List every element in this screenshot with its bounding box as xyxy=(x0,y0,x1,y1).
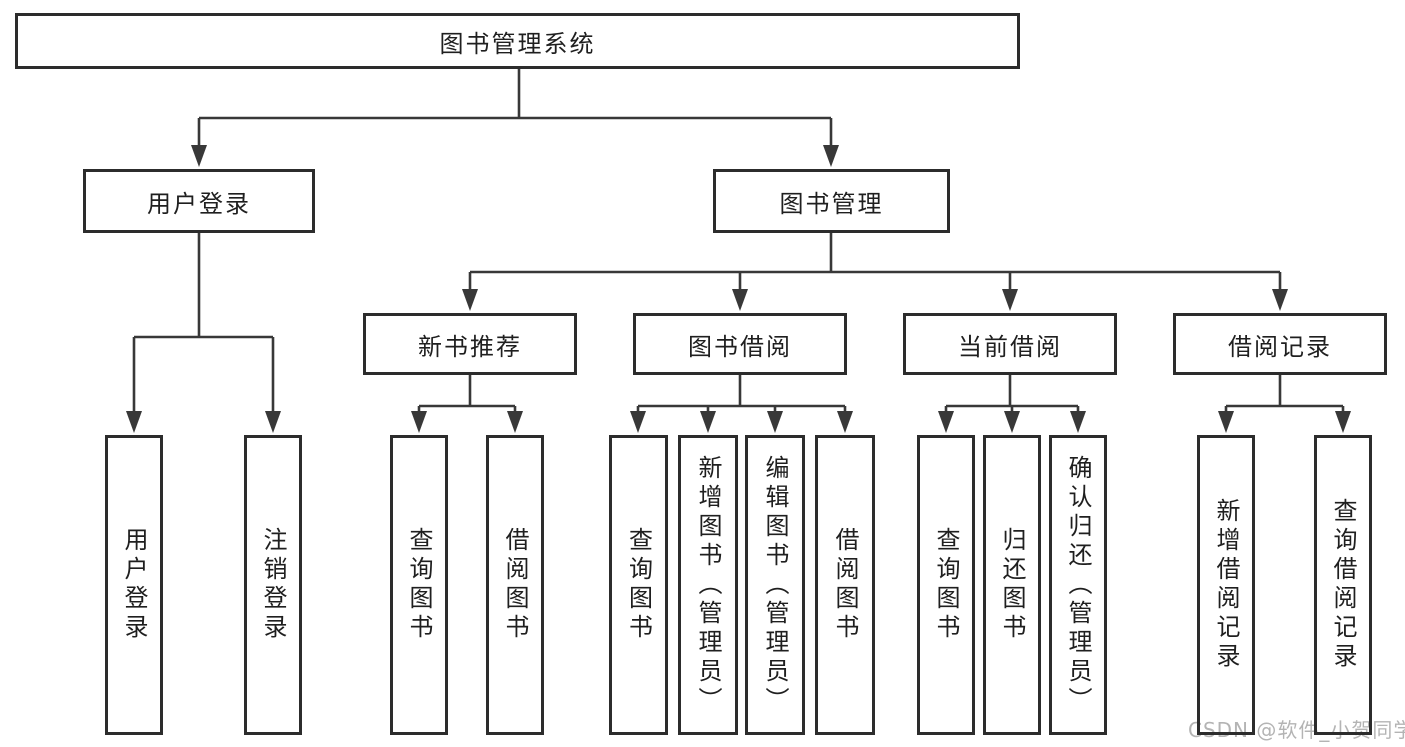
node-query-books-borrowing: 查询图书 xyxy=(609,435,668,735)
node-label: 图书借阅 xyxy=(688,332,792,361)
node-label: 新书推荐 xyxy=(418,332,522,361)
node-query-books-current: 查询图书 xyxy=(917,435,975,735)
node-add-books-admin: 新增图书（管理员） xyxy=(678,435,738,735)
arrowheads-level2 xyxy=(191,145,839,167)
node-query-borrow-record: 查询借阅记录 xyxy=(1314,435,1372,735)
node-label: 当前借阅 xyxy=(958,332,1062,361)
node-query-books-recommend: 查询图书 xyxy=(390,435,448,735)
connector-borrowing-to-leaves xyxy=(636,375,847,412)
node-book-borrowing: 图书借阅 xyxy=(633,313,847,375)
node-label: 用户登录 xyxy=(147,189,251,218)
connector-records-to-leaves xyxy=(1224,375,1345,412)
node-label: 图书管理 xyxy=(779,189,884,218)
node-user-login: 用户登录 xyxy=(83,169,315,233)
node-new-book-recommendation: 新书推荐 xyxy=(363,313,577,375)
node-label: 查询借阅记录 xyxy=(1329,498,1357,672)
node-label: 新增借阅记录 xyxy=(1212,498,1240,672)
node-library-management-system: 图书管理系统 xyxy=(15,13,1020,69)
node-label: 借阅记录 xyxy=(1228,332,1332,361)
csdn-watermark: CSDN @软件_小贺同学 xyxy=(1188,718,1405,742)
node-label: 图书管理系统 xyxy=(439,29,596,58)
connector-userlogin-to-leaves xyxy=(132,233,275,412)
node-label: 新增图书（管理员） xyxy=(694,454,722,716)
node-borrow-books-borrowing: 借阅图书 xyxy=(815,435,875,735)
connector-newbook-to-leaves xyxy=(417,375,517,412)
node-label: 用户登录 xyxy=(120,527,148,643)
arrowheads-level4 xyxy=(411,411,1351,433)
node-return-books: 归还图书 xyxy=(983,435,1041,735)
node-book-management: 图书管理 xyxy=(713,169,950,233)
node-label: 借阅图书 xyxy=(501,527,529,643)
arrowheads-level3 xyxy=(462,289,1288,311)
node-current-borrowing: 当前借阅 xyxy=(903,313,1117,375)
connector-bookmgmt-to-level3 xyxy=(468,233,1282,290)
node-label: 编辑图书（管理员） xyxy=(761,454,789,716)
node-label: 归还图书 xyxy=(998,527,1026,643)
node-label: 查询图书 xyxy=(932,527,960,643)
node-edit-books-admin: 编辑图书（管理员） xyxy=(745,435,805,735)
connector-current-to-leaves xyxy=(944,375,1080,412)
node-borrowing-records: 借阅记录 xyxy=(1173,313,1387,375)
node-label: 注销登录 xyxy=(259,527,287,643)
arrowheads-userlogin-leaves xyxy=(126,411,281,433)
connector-root-to-level2 xyxy=(197,69,833,146)
node-label: 确认归还（管理员） xyxy=(1064,454,1092,716)
node-logout-action: 注销登录 xyxy=(244,435,302,735)
node-label: 查询图书 xyxy=(405,527,433,643)
node-user-login-action: 用户登录 xyxy=(105,435,163,735)
node-label: 查询图书 xyxy=(624,527,653,643)
node-label: 借阅图书 xyxy=(831,527,859,643)
node-confirm-return-admin: 确认归还（管理员） xyxy=(1049,435,1107,735)
node-borrow-books-recommend: 借阅图书 xyxy=(486,435,544,735)
node-add-borrow-record: 新增借阅记录 xyxy=(1197,435,1255,735)
